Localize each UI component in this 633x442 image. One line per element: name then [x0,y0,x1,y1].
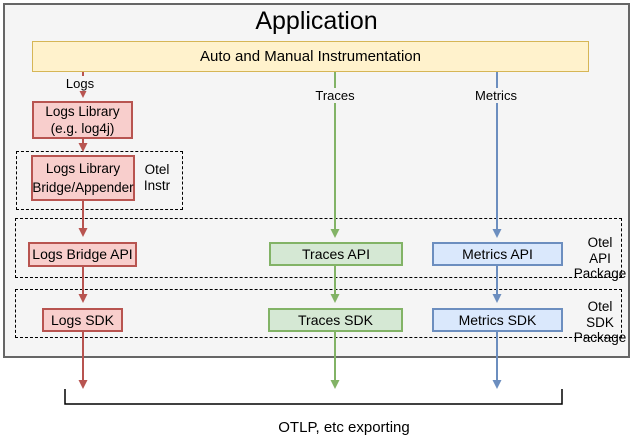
otel-instr-label-line1: Otel [144,162,170,177]
metrics-edge-label: Metrics [473,88,519,103]
logs-edge-label: Logs [63,76,97,91]
otel-sdk-package-group-box [15,289,622,338]
logs-sdk-label: Logs SDK [50,311,115,328]
logs-bridge-appender-line1: Logs Library [45,161,121,176]
otel-instr-label-line2: Instr [143,177,171,193]
otel-api-label-line1: Otel [587,235,613,250]
application-title: Application [255,7,378,35]
otel-instr-group-box [16,151,183,210]
traces-sdk-label: Traces SDK [298,311,373,328]
metrics-api-label: Metrics API [462,245,533,262]
logs-bridge-api-label: Logs Bridge API [32,246,133,262]
instrumentation-box: Auto and Manual Instrumentation [32,41,589,72]
otel-sdk-label-line1: Otel [587,299,613,314]
logs-library-line2: (e.g. log4j) [50,121,115,136]
otel-sdk-label-line2: SDK [586,314,614,330]
logs-library-line1: Logs Library [45,104,120,119]
logs-bridge-api-box: Logs Bridge API [28,242,137,267]
otel-sdk-package-group-label: Otel SDK Package [570,299,630,346]
otel-api-package-group-label: Otel API Package [570,235,630,282]
logs-sdk-box: Logs SDK [42,308,123,332]
traces-sdk-box: Traces SDK [268,308,403,332]
metrics-sdk-label: Metrics SDK [458,311,537,328]
traces-edge-label: Traces [313,88,357,103]
otel-api-label-line3: Package [573,266,627,281]
metrics-sdk-box: Metrics SDK [432,308,563,332]
metrics-api-box: Metrics API [432,242,563,266]
otel-instr-group-label: Otel Instr [132,162,182,193]
logs-library-box: Logs Library (e.g. log4j) [32,101,133,139]
exporting-bracket [64,389,563,405]
logs-bridge-appender-box: Logs Library Bridge/Appender [31,155,135,201]
exporting-label: OTLP, etc exporting [278,419,410,436]
logs-bridge-appender-line2: Bridge/Appender [32,180,134,195]
otel-api-label-line2: API [589,250,611,266]
otel-api-package-group-box [15,218,622,278]
instrumentation-label: Auto and Manual Instrumentation [200,48,421,65]
traces-api-label: Traces API [302,245,370,262]
otel-sdk-label-line3: Package [573,330,627,345]
traces-api-box: Traces API [269,242,403,266]
